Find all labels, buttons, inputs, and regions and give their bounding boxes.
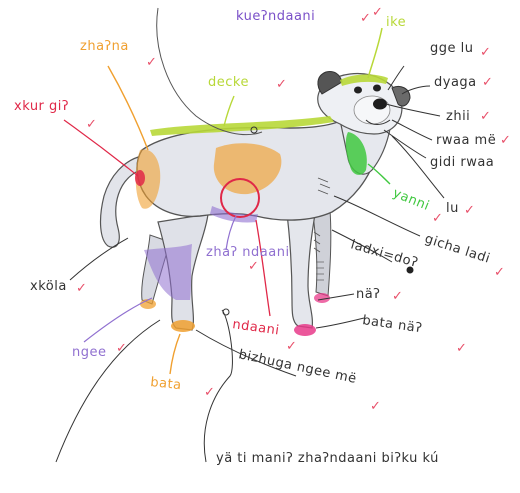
label-ngee: ngee (72, 345, 107, 360)
check-gicha-ladi: ✓ (494, 265, 505, 280)
leader-bata-na (316, 318, 364, 328)
check-xkur-gi: ✓ (86, 117, 97, 132)
dog-eye-right (373, 85, 381, 92)
label-decke: decke (208, 75, 249, 90)
label-gge-lu: gge lu (430, 41, 474, 56)
leader-bata (170, 334, 180, 374)
dog-tail (101, 156, 142, 247)
label-dyaga: dyaga (434, 75, 477, 90)
label-bata: bata (150, 375, 183, 393)
leader-zha-na (108, 66, 148, 150)
check-zha-na: ✓ (146, 55, 157, 70)
check-zhii: ✓ (480, 109, 491, 124)
label-yanni: yanni (391, 186, 432, 214)
dog-eye-left (354, 87, 362, 94)
label-zha-na: zhaʔna (80, 39, 129, 54)
dog-paw-front (294, 324, 316, 336)
label-bata-na: bata näʔ (361, 313, 423, 336)
label-bizhuga-ngee-me: bizhuga ngee më (237, 347, 358, 387)
check-decke: ✓ (276, 77, 287, 92)
leader-yanni (368, 164, 390, 184)
label-lu: lu (446, 201, 459, 216)
dog-paw-back (171, 320, 195, 332)
check-bizhuga-ngee-me: ✓ (370, 399, 381, 414)
label-xkola: xköla (30, 279, 67, 294)
label-ladxi-do: ladxi=doʔ (349, 237, 420, 271)
dog-front-leg-far (312, 206, 331, 296)
leader-xkola (70, 238, 128, 280)
label-na: näʔ (356, 287, 380, 302)
caption-text: yä ti maniʔ zhaʔndaani biʔku kú (216, 451, 439, 466)
label-ndaani: ndaani (231, 317, 280, 338)
labels: kueʔndaani ✓ ike ✓ zhaʔna ✓ decke ✓ xkur… (14, 5, 511, 466)
check-ndaani: ✓ (286, 339, 297, 354)
leader-decke (224, 96, 234, 126)
check-dyaga: ✓ (482, 75, 493, 90)
label-kue-ndaani: kueʔndaani (236, 9, 315, 24)
label-zhii: zhii (446, 109, 470, 124)
check-rwaa-me: ✓ (500, 133, 511, 148)
check-kue-ndaani: ✓ (360, 11, 371, 26)
dog-nose (373, 99, 387, 110)
leader-long-left (56, 320, 160, 462)
leader-kue-ndaani (157, 8, 262, 135)
check-ike: ✓ (372, 5, 383, 20)
label-ike: ike (386, 15, 406, 30)
check-gge-lu: ✓ (480, 45, 491, 60)
color-tail-base-red (135, 170, 145, 186)
check-bata-na: ✓ (456, 341, 467, 356)
check-na: ✓ (392, 289, 403, 304)
label-gidi-rwaa: gidi rwaa (430, 155, 494, 170)
label-zha-ndaani-1: zhaʔ ndaani (206, 245, 290, 260)
label-rwaa-me: rwaa më (436, 133, 496, 148)
label-gicha-ladi: gicha ladi (423, 232, 492, 267)
check-zha-ndaani: ✓ (248, 259, 259, 274)
dog-front-leg (286, 206, 316, 328)
label-xkur-gi: xkur giʔ (14, 99, 69, 114)
check-bata: ✓ (204, 385, 215, 400)
leader-rwaa-me (392, 120, 432, 140)
check-yanni: ✓ (432, 211, 443, 226)
leader-ike (368, 28, 382, 78)
leader-xkur-gi (64, 120, 138, 176)
check-ngee: ✓ (116, 341, 127, 356)
check-xkola: ✓ (76, 281, 87, 296)
check-lu: ✓ (464, 203, 475, 218)
